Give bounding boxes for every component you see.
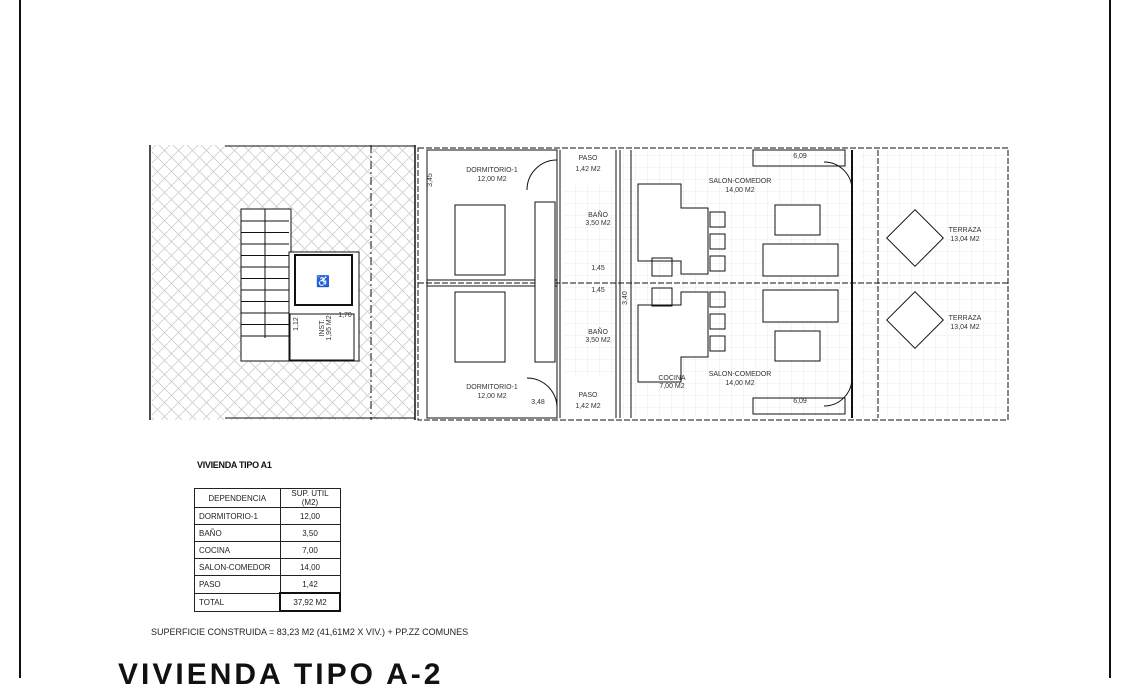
- svg-text:3,48: 3,48: [531, 399, 545, 406]
- inst-area: 1,95 M2: [326, 315, 333, 340]
- room-label-paso-bottom: PASO 1,42 M2: [575, 392, 600, 410]
- svg-text:PASO: PASO: [579, 155, 598, 162]
- built-area-note: SUPERFICIE CONSTRUIDA = 83,23 M2 (41,61M…: [151, 627, 469, 637]
- svg-text:12,00 M2: 12,00 M2: [477, 393, 506, 400]
- dim: 1,12: [293, 317, 300, 331]
- svg-text:14,00 M2: 14,00 M2: [725, 187, 754, 194]
- svg-text:7,00 M2: 7,00 M2: [659, 383, 684, 390]
- svg-text:6,09: 6,09: [793, 153, 807, 160]
- elevator-symbol: ♿: [316, 275, 330, 288]
- svg-text:12,00 M2: 12,00 M2: [477, 176, 506, 183]
- svg-text:TERRAZA: TERRAZA: [949, 315, 982, 322]
- svg-text:TERRAZA: TERRAZA: [949, 227, 982, 234]
- staircase: [240, 208, 360, 362]
- svg-text:DORMITORIO-1: DORMITORIO-1: [466, 167, 518, 174]
- svg-text:6,09: 6,09: [793, 398, 807, 405]
- svg-text:1,45: 1,45: [591, 287, 605, 294]
- svg-text:DORMITORIO-1: DORMITORIO-1: [466, 384, 518, 391]
- svg-text:1,45: 1,45: [591, 265, 605, 272]
- room-label-terraza-top: TERRAZA 13,04 M2: [949, 227, 982, 243]
- room-label-salon-bottom: SALON-COMEDOR 14,00 M2: [709, 371, 772, 387]
- svg-text:3,50 M2: 3,50 M2: [585, 337, 610, 344]
- room-label-dormitorio-top: DORMITORIO-1 12,00 M2: [466, 167, 518, 183]
- svg-text:BAÑO: BAÑO: [588, 210, 608, 219]
- svg-text:SALON-COMEDOR: SALON-COMEDOR: [709, 178, 772, 185]
- svg-text:3,50 M2: 3,50 M2: [585, 220, 610, 227]
- svg-text:SALON-COMEDOR: SALON-COMEDOR: [709, 371, 772, 378]
- svg-text:1,42 M2: 1,42 M2: [575, 403, 600, 410]
- room-label-paso-top: PASO 1,42 M2: [575, 155, 600, 173]
- inst-label: INST.: [319, 319, 326, 336]
- svg-text:14,00 M2: 14,00 M2: [725, 380, 754, 387]
- svg-text:COCINA: COCINA: [658, 375, 686, 382]
- svg-text:1,70: 1,70: [338, 312, 352, 319]
- svg-text:BAÑO: BAÑO: [588, 327, 608, 336]
- dimensions: 3,45 1,45 1,45 3,40 1,70 6,09 3,48 6,09: [338, 153, 807, 406]
- room-label-terraza-bottom: TERRAZA 13,04 M2: [949, 315, 982, 331]
- floor-plan: ♿ INST. 1,95 M2 1,12: [149, 145, 1009, 421]
- table-header: DEPENDENCIA SUP. UTIL (M2): [194, 488, 341, 508]
- svg-text:1,42 M2: 1,42 M2: [575, 166, 600, 173]
- sheet-border-right: [1109, 0, 1111, 678]
- room-label-dormitorio-bottom: DORMITORIO-1 12,00 M2: [466, 384, 518, 400]
- svg-text:PASO: PASO: [579, 392, 598, 399]
- svg-text:3,45: 3,45: [427, 173, 434, 187]
- next-section-title: VIVIENDA TIPO A-2: [118, 658, 444, 691]
- svg-text:13,04 M2: 13,04 M2: [950, 324, 979, 331]
- room-label-salon-top: SALON-COMEDOR 14,00 M2: [709, 178, 772, 194]
- svg-text:3,40: 3,40: [622, 291, 629, 305]
- sheet-border-left: [19, 0, 21, 678]
- section-subtitle: VIVIENDA TIPO A1: [197, 460, 272, 470]
- svg-text:13,04 M2: 13,04 M2: [950, 236, 979, 243]
